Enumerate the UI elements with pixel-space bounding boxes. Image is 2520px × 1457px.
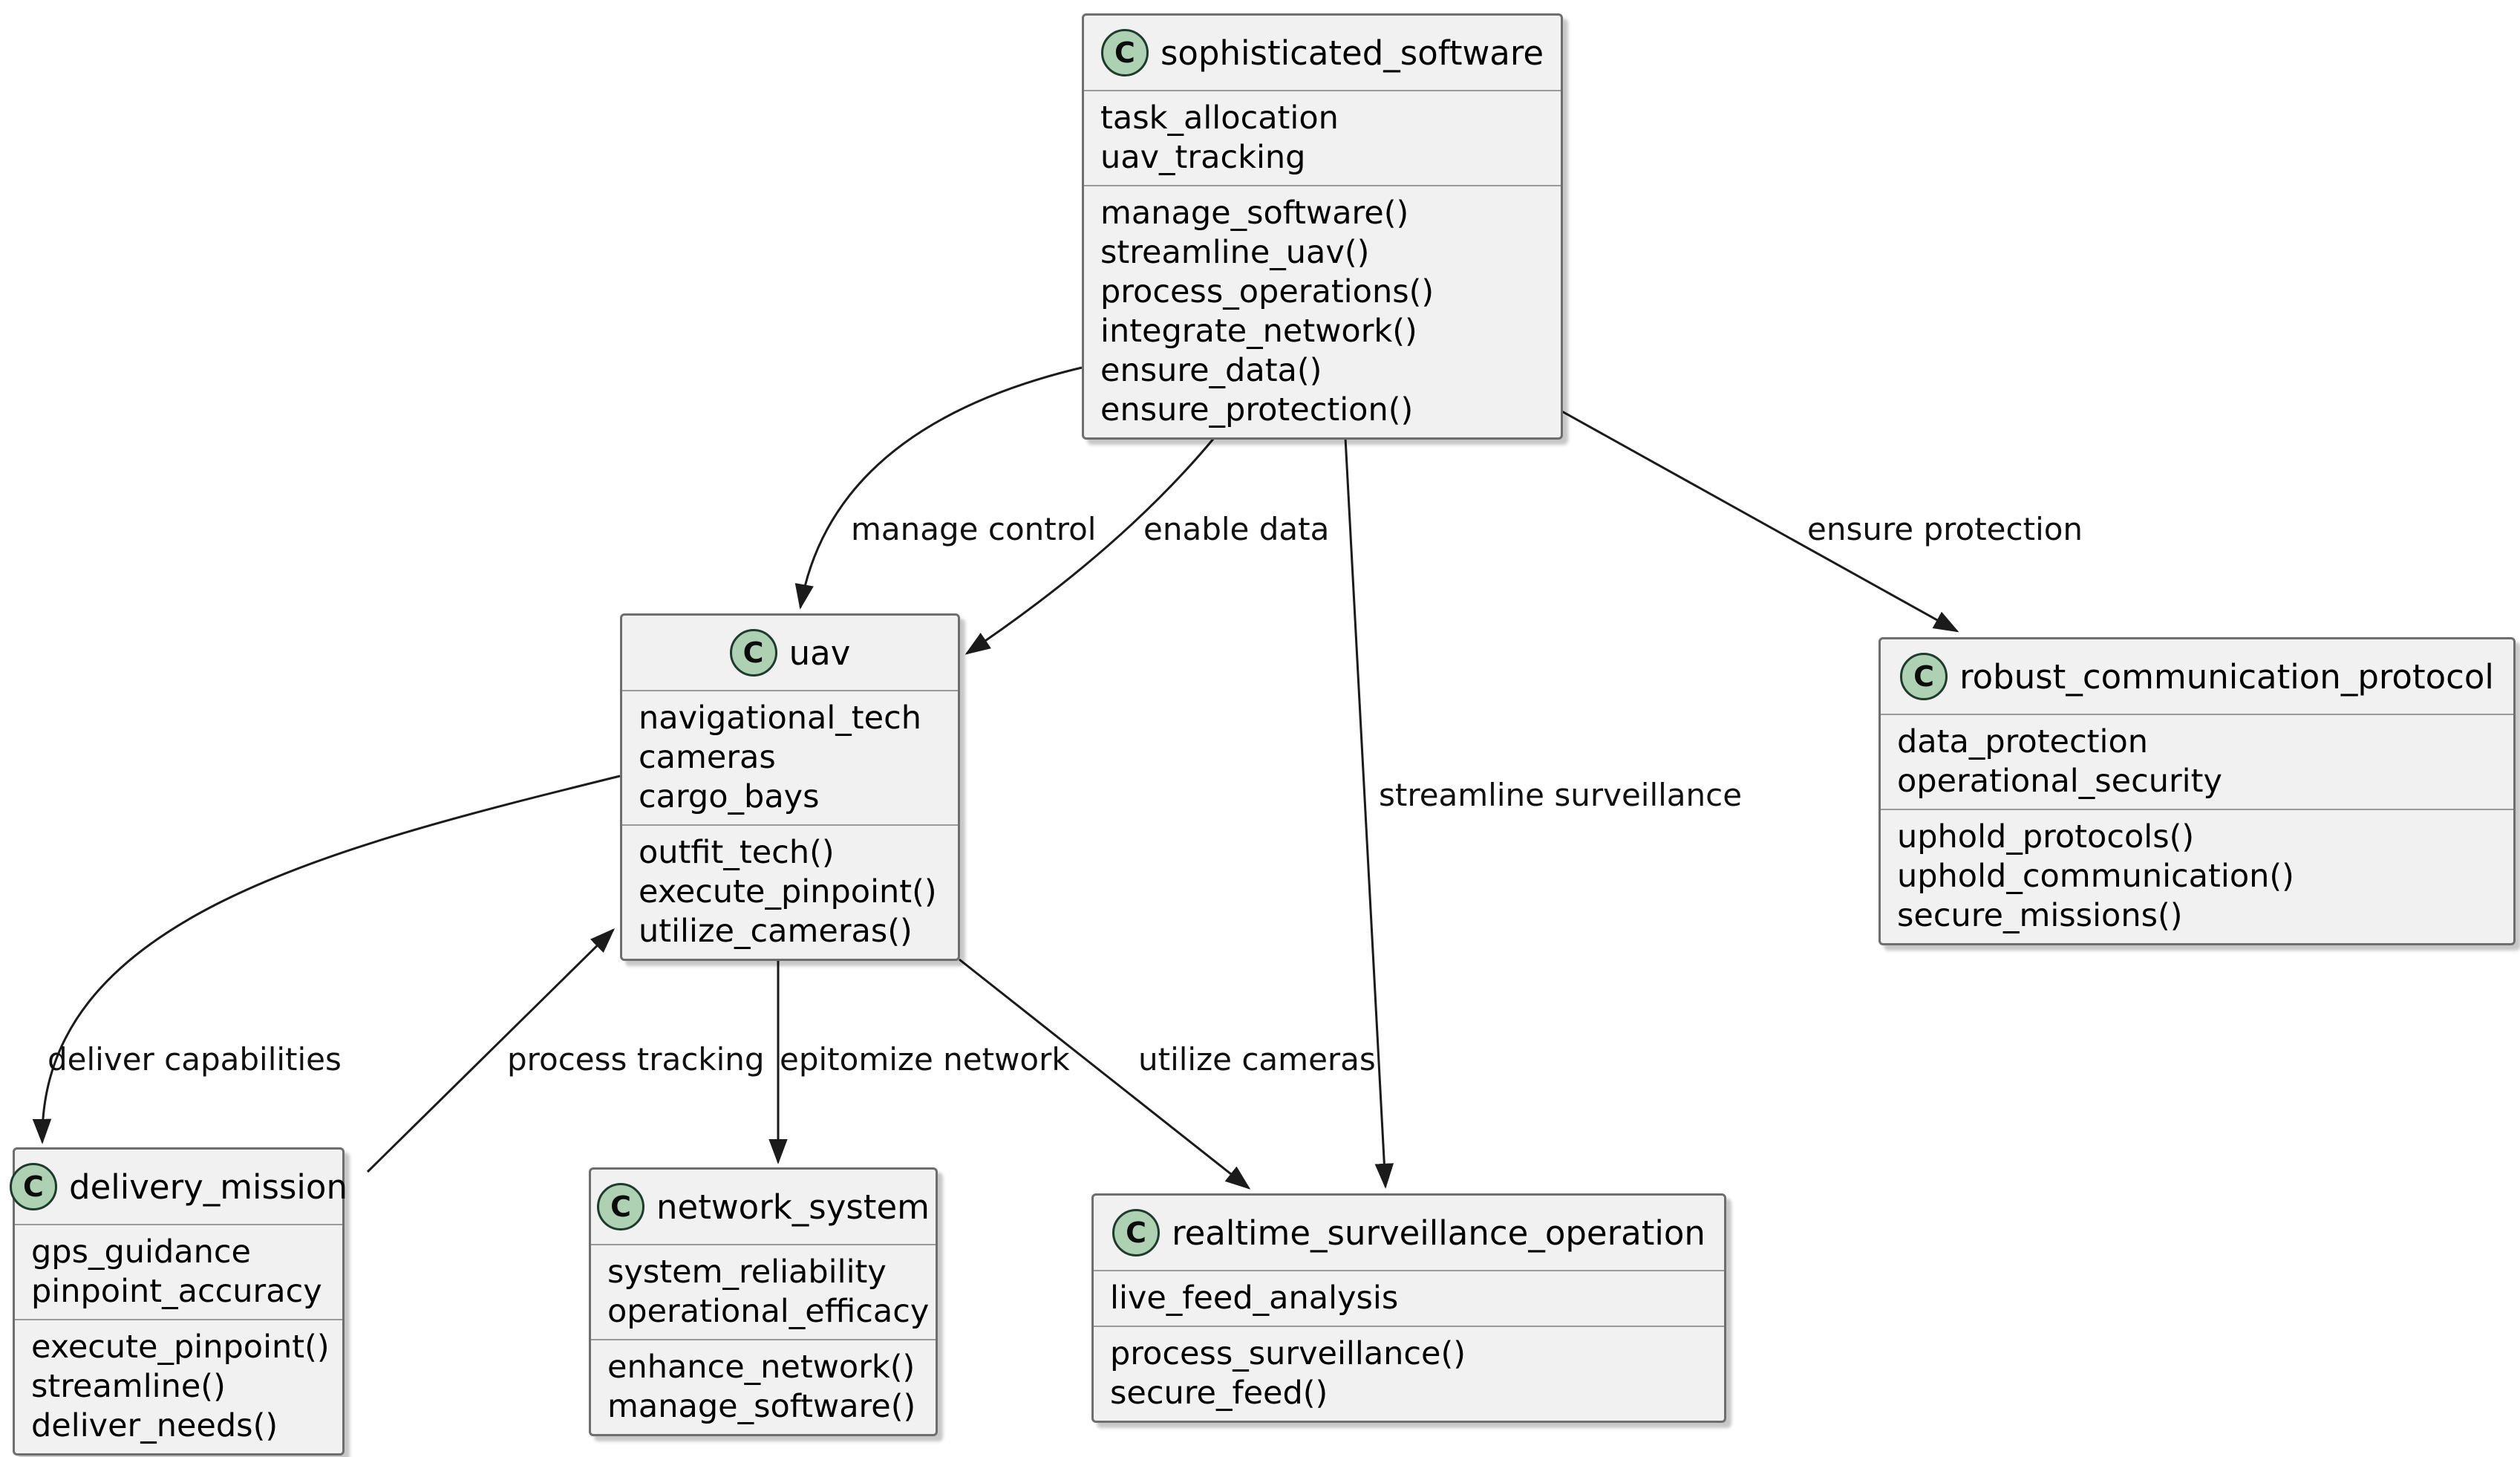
edge-deliver-capabilities [32,775,621,1144]
class-icon: C [1900,653,1948,700]
attribute: pinpoint_accuracy [31,1273,322,1310]
edge-label-utilize-cameras: utilize cameras [1138,1041,1376,1078]
class-title: C robust_communication_protocol [1881,639,2513,715]
class-name: network_system [656,1187,930,1227]
attributes-compartment: gps_guidance pinpoint_accuracy [15,1225,342,1320]
attribute: navigational_tech [639,700,922,737]
class-icon: C [1100,29,1149,76]
edge-streamline-surveillance [1344,437,1394,1189]
class-icon: C [597,1183,645,1231]
attribute: uav_tracking [1100,139,1306,176]
attribute: data_protection [1897,723,2149,760]
attributes-compartment: navigational_tech cameras cargo_bays [622,691,958,826]
method: streamline() [31,1368,226,1405]
attribute: operational_efficacy [607,1293,930,1330]
attributes-compartment: task_allocation uav_tracking [1084,91,1561,186]
edge-process-tracking [366,928,616,1173]
class-icon: C [1112,1209,1161,1256]
class-icon: C [10,1163,57,1210]
edge-ensure-protection [1553,405,1959,633]
method: secure_feed() [1110,1375,1328,1412]
method: utilize_cameras() [639,913,913,950]
methods-compartment: uphold_protocols() uphold_communication(… [1881,810,2513,943]
class-name: uav [789,633,851,673]
method: integrate_network() [1100,313,1417,350]
edge-label-manage-control: manage control [851,511,1097,547]
method: execute_pinpoint() [639,873,937,910]
method: enhance_network() [607,1349,915,1386]
method: uphold_protocols() [1897,818,2195,855]
edge-label-enable-data: enable data [1143,511,1330,547]
attribute: operational_security [1897,763,2222,800]
class-uav: C uav navigational_tech cameras cargo_ba… [620,613,960,961]
attribute: cargo_bays [639,778,820,815]
attributes-compartment: system_reliability operational_efficacy [591,1245,936,1340]
method: uphold_communication() [1897,858,2294,895]
method: deliver_needs() [31,1407,278,1444]
method: secure_missions() [1897,897,2183,934]
class-title: C realtime_surveillance_operation [1094,1196,1724,1271]
class-name: robust_communication_protocol [1959,656,2494,697]
class-title: C uav [622,616,958,691]
edge-enable-data [964,437,1215,655]
attribute: system_reliability [607,1254,887,1291]
attribute: gps_guidance [31,1233,251,1271]
method: streamline_uav() [1100,234,1370,271]
method: ensure_protection() [1100,391,1414,428]
method: execute_pinpoint() [31,1329,330,1366]
edge-label-deliver-capabilities: deliver capabilities [48,1041,342,1078]
edge-label-ensure-protection: ensure protection [1807,511,2083,547]
method: manage_software() [607,1388,916,1425]
method: process_surveillance() [1110,1335,1466,1372]
methods-compartment: execute_pinpoint() streamline() deliver_… [15,1320,342,1453]
attribute: live_feed_analysis [1110,1280,1399,1317]
methods-compartment: outfit_tech() execute_pinpoint() utilize… [622,826,958,959]
edge-utilize-cameras [959,958,1251,1190]
method: outfit_tech() [639,834,835,871]
class-name: realtime_surveillance_operation [1172,1213,1705,1253]
attribute: cameras [639,739,776,776]
attributes-compartment: live_feed_analysis [1094,1271,1724,1327]
edge-label-epitomize-network: epitomize network [780,1041,1070,1078]
class-title: C network_system [591,1170,936,1245]
methods-compartment: manage_software() streamline_uav() proce… [1084,186,1561,437]
edge-label-streamline-surveillance: streamline surveillance [1379,777,1743,813]
methods-compartment: enhance_network() manage_software() [591,1340,936,1434]
edge-label-process-tracking: process tracking [507,1041,765,1078]
class-realtime-surveillance-operation: C realtime_surveillance_operation live_f… [1091,1193,1726,1423]
attributes-compartment: data_protection operational_security [1881,715,2513,810]
class-name: delivery_mission [69,1167,347,1207]
method: process_operations() [1100,273,1434,310]
method: ensure_data() [1100,352,1322,389]
attribute: task_allocation [1100,100,1339,137]
class-title: C delivery_mission [10,1150,347,1225]
class-name: sophisticated_software [1160,33,1544,73]
edge-manage-control [794,366,1083,610]
method: manage_software() [1100,195,1409,232]
class-icon: C [729,629,777,677]
class-title: C sophisticated_software [1084,16,1561,91]
class-network-system: C network_system system_reliability oper… [589,1167,938,1436]
class-delivery-mission: C delivery_mission gps_guidance pinpoint… [10,1147,347,1456]
methods-compartment: process_surveillance() secure_feed() [1094,1327,1724,1421]
class-robust-communication-protocol: C robust_communication_protocol data_pro… [1878,637,2516,945]
class-sophisticated-software: C sophisticated_software task_allocation… [1082,13,1563,440]
